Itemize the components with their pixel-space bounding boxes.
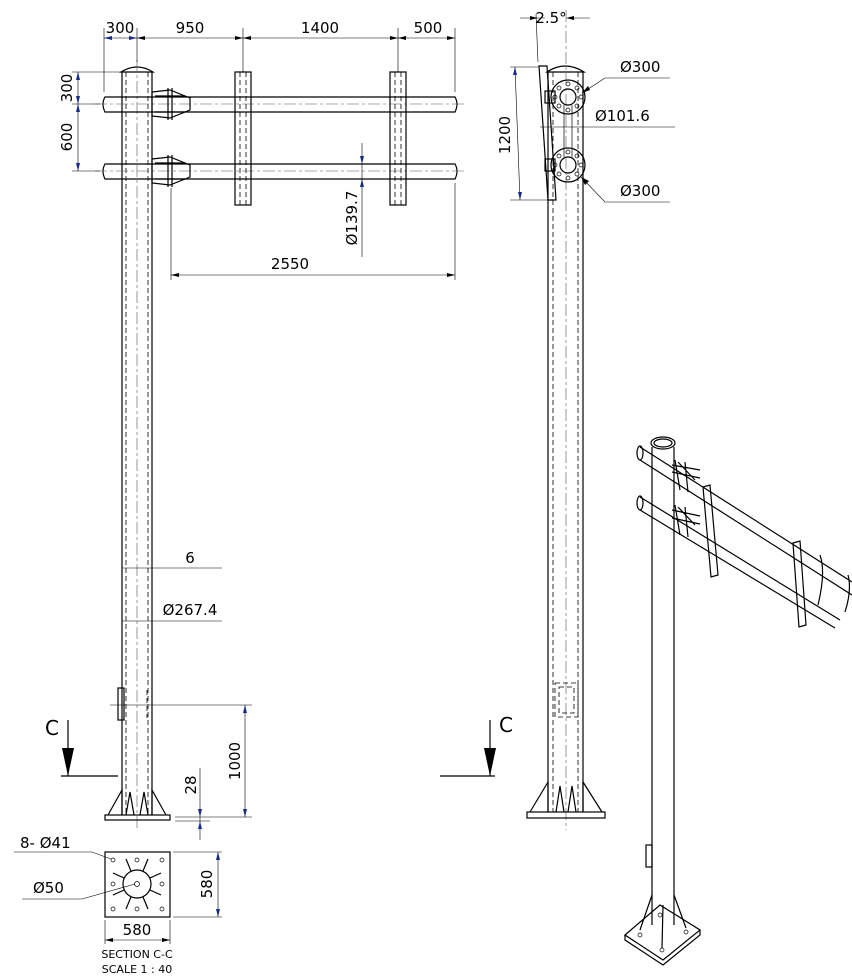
arm-diameter-dimension: Ø139.7 [343, 143, 364, 257]
access-door [117, 687, 125, 721]
base-dimensions: 1000 28 [110, 704, 252, 840]
left-dimensions: 300 600 [58, 71, 128, 172]
dim-1000: 1000 [226, 742, 244, 780]
dim-tilt-angle: 2.5° [535, 9, 566, 27]
dim-2550: 2550 [271, 255, 309, 273]
isometric-view [624, 436, 852, 966]
base-plate [104, 787, 171, 821]
dim-300-left: 300 [58, 74, 76, 103]
dim-flange-top: Ø300 [620, 58, 660, 76]
lower-arm [95, 163, 465, 180]
dim-500: 500 [414, 19, 443, 37]
top-dimensions: 300 950 1400 500 [103, 19, 456, 92]
section-title: SECTION C-C [101, 948, 173, 961]
pole-dimensions: 6 Ø267.4 [122, 549, 222, 622]
upper-arm [95, 96, 465, 113]
arm-brackets [151, 88, 191, 187]
dim-bolt-holes: 8- Ø41 [20, 834, 71, 852]
access-door-hidden [554, 682, 579, 718]
dim-center-hole: Ø50 [33, 879, 64, 897]
section-c-c: 8- Ø41 Ø50 580 580 SECTION C-C SCALE 1 :… [14, 834, 222, 976]
dim-600: 600 [58, 123, 76, 152]
dim-section-width: 580 [123, 921, 152, 939]
dim-1400: 1400 [301, 19, 339, 37]
dim-28: 28 [182, 775, 200, 794]
dim-300-top: 300 [106, 19, 135, 37]
section-label-c-left: C [45, 716, 59, 740]
sign-panel-edge [538, 65, 557, 201]
dim-section-height: 580 [198, 870, 216, 899]
flange-lower [544, 147, 586, 183]
dim-flange-bottom: Ø300 [620, 182, 660, 200]
dim-950: 950 [176, 19, 205, 37]
section-marker-left: C [45, 716, 118, 777]
side-view: 2.5° Ø300 Ø101.6 Ø300 1200 C [440, 9, 675, 830]
dim-arm-diameter: Ø139.7 [343, 191, 361, 246]
dim-arm-pipe: Ø101.6 [595, 107, 650, 125]
front-view: 300 950 1400 500 300 600 Ø139.7 2550 [45, 19, 465, 840]
dim-panel-height: 1200 [496, 116, 514, 154]
dim-wall-thickness: 6 [185, 549, 195, 567]
flange-upper [544, 79, 586, 115]
pole [118, 60, 156, 830]
sign-uprights [234, 71, 407, 206]
section-label-c-right: C [499, 713, 513, 737]
dim-pole-diameter: Ø267.4 [163, 601, 218, 619]
section-scale: SCALE 1 : 40 [102, 963, 172, 976]
arm-span-dimension: 2550 [170, 183, 456, 280]
